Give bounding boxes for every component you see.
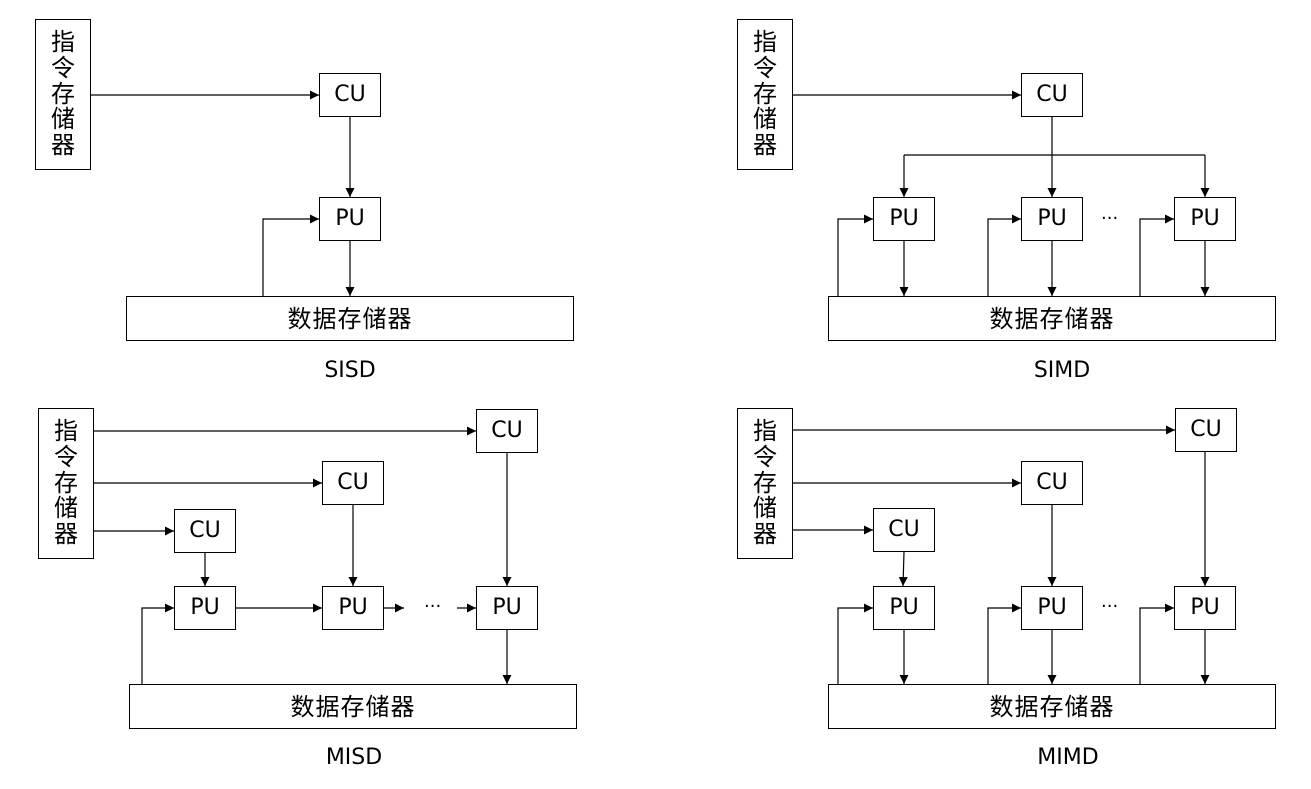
cu-label: CU bbox=[888, 517, 920, 542]
misd-caption: MISD bbox=[325, 745, 383, 770]
mimd-data-memory: 数据存储器 bbox=[828, 684, 1276, 729]
data-mem-label: 数据存储器 bbox=[989, 692, 1115, 721]
instr-char: 存 bbox=[753, 79, 777, 108]
cu-label: CU bbox=[1036, 470, 1068, 495]
instr-char: 储 bbox=[753, 105, 777, 134]
sisd-data-memory: 数据存储器 bbox=[126, 296, 574, 341]
instr-char: 存 bbox=[51, 79, 75, 108]
instr-char: 指 bbox=[51, 27, 75, 56]
mimd-arrow-mem-pu1 bbox=[837, 603, 873, 684]
mimd-instruction-memory: 指 令 存 储 器 bbox=[737, 408, 793, 559]
mimd-arrow-mem-pu2 bbox=[987, 603, 1021, 684]
pu-label: PU bbox=[338, 595, 368, 620]
instr-char: 储 bbox=[51, 105, 75, 134]
pu-label: PU bbox=[1037, 206, 1067, 231]
instr-char: 存 bbox=[54, 468, 78, 497]
cu-label: CU bbox=[491, 418, 523, 443]
misd-instruction-memory: 指 令 存 储 器 bbox=[38, 408, 94, 559]
simd-arrow-mem-pu3 bbox=[1139, 214, 1174, 296]
simd-caption: SIMD bbox=[1033, 358, 1091, 383]
pu-label: PU bbox=[1190, 206, 1220, 231]
simd-pu-1: PU bbox=[873, 197, 935, 241]
sisd-caption: SISD bbox=[324, 358, 376, 383]
sisd-arrow-mem-pu bbox=[262, 214, 319, 296]
instr-char: 指 bbox=[54, 416, 78, 445]
instr-char: 储 bbox=[753, 494, 777, 523]
instr-char: 令 bbox=[753, 442, 777, 471]
pu-label: PU bbox=[889, 595, 919, 620]
misd-pu-2: PU bbox=[322, 586, 384, 630]
sisd-pu: PU bbox=[319, 197, 381, 241]
misd-ellipsis: ··· bbox=[424, 596, 442, 617]
data-mem-label: 数据存储器 bbox=[287, 304, 413, 333]
instr-char: 储 bbox=[54, 494, 78, 523]
data-mem-label: 数据存储器 bbox=[989, 304, 1115, 333]
pu-label: PU bbox=[1037, 595, 1067, 620]
instr-char: 器 bbox=[753, 131, 777, 160]
instr-char: 指 bbox=[753, 416, 777, 445]
cu-label: CU bbox=[189, 518, 221, 543]
mimd-cu-3: CU bbox=[1175, 408, 1237, 452]
simd-arrow-mem-pu2 bbox=[987, 214, 1021, 296]
simd-data-memory: 数据存储器 bbox=[828, 296, 1276, 341]
mimd-cu-2: CU bbox=[1021, 461, 1083, 505]
mimd-arrow-cu1-pu1 bbox=[898, 551, 908, 587]
simd-cu: CU bbox=[1021, 73, 1083, 117]
mimd-pu-2: PU bbox=[1021, 586, 1083, 630]
misd-cu-2: CU bbox=[322, 461, 384, 505]
instr-char: 器 bbox=[54, 520, 78, 549]
simd-pu-3: PU bbox=[1174, 197, 1236, 241]
data-mem-label: 数据存储器 bbox=[290, 692, 416, 721]
instr-char: 器 bbox=[753, 520, 777, 549]
instr-char: 令 bbox=[51, 53, 75, 82]
pu-label: PU bbox=[335, 206, 365, 231]
pu-label: PU bbox=[190, 595, 220, 620]
mimd-ellipsis: ··· bbox=[1101, 596, 1119, 617]
pu-label: PU bbox=[492, 595, 522, 620]
sisd-instruction-memory: 指 令 存 储 器 bbox=[35, 19, 91, 170]
instr-char: 存 bbox=[753, 468, 777, 497]
mimd-pu-1: PU bbox=[873, 586, 935, 630]
sisd-cu: CU bbox=[319, 73, 381, 117]
misd-data-memory: 数据存储器 bbox=[129, 684, 577, 729]
cu-label: CU bbox=[337, 470, 369, 495]
mimd-caption: MIMD bbox=[1037, 745, 1099, 770]
cu-label: CU bbox=[1190, 417, 1222, 442]
instr-char: 令 bbox=[753, 53, 777, 82]
simd-instruction-memory: 指 令 存 储 器 bbox=[737, 19, 793, 170]
cu-label: CU bbox=[334, 82, 366, 107]
instr-char: 指 bbox=[753, 27, 777, 56]
simd-pu-2: PU bbox=[1021, 197, 1083, 241]
pu-label: PU bbox=[889, 206, 919, 231]
instr-char: 器 bbox=[51, 131, 75, 160]
misd-pu-3: PU bbox=[476, 586, 538, 630]
misd-pu-1: PU bbox=[174, 586, 236, 630]
mimd-cu-1: CU bbox=[873, 508, 935, 552]
misd-arrow-mem-pu1 bbox=[141, 603, 174, 684]
simd-arrow-mem-pu1 bbox=[837, 214, 873, 296]
cu-label: CU bbox=[1036, 82, 1068, 107]
misd-cu-1: CU bbox=[174, 509, 236, 553]
mimd-arrow-mem-pu3 bbox=[1139, 603, 1174, 684]
misd-cu-3: CU bbox=[476, 409, 538, 453]
instr-char: 令 bbox=[54, 442, 78, 471]
simd-ellipsis: ··· bbox=[1101, 208, 1119, 229]
mimd-pu-3: PU bbox=[1174, 586, 1236, 630]
pu-label: PU bbox=[1190, 595, 1220, 620]
